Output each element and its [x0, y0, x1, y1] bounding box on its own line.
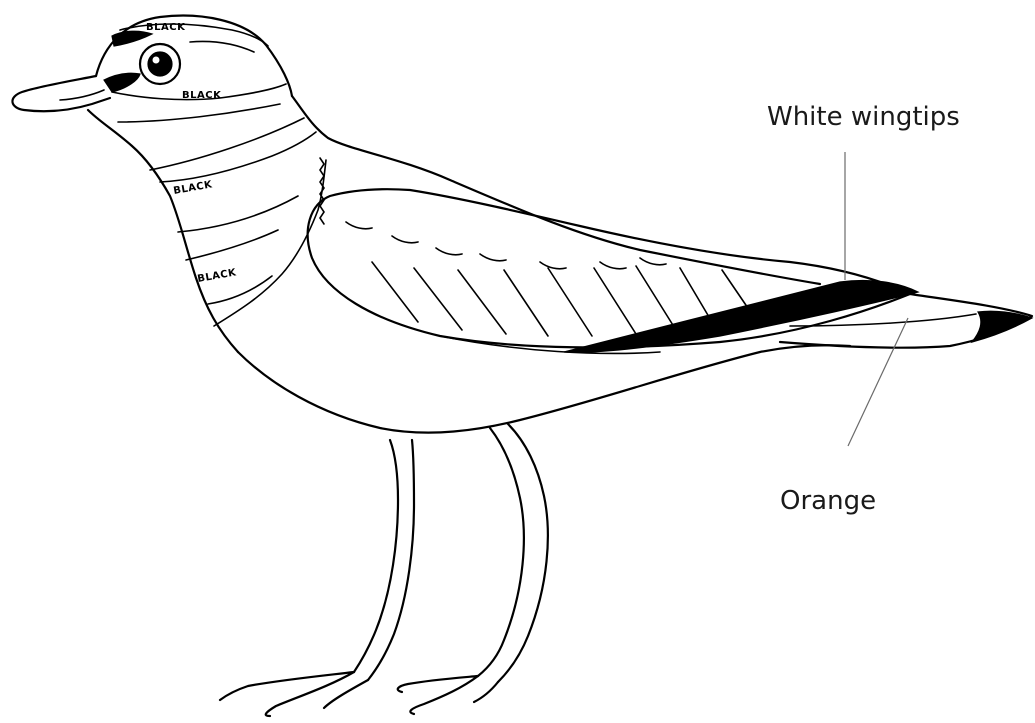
- eye-iris: [148, 52, 172, 76]
- left-foot: [220, 672, 368, 716]
- wing-outline: [308, 189, 910, 347]
- bill-gape: [60, 90, 104, 100]
- neck-band-2: [150, 118, 304, 170]
- lower-breast-band-label: BLACK: [197, 267, 238, 285]
- upper-breast-band-label: BLACK: [173, 179, 214, 197]
- throat-outline: [88, 110, 238, 352]
- breast-feather-fringe: [320, 158, 324, 224]
- upper-breast-band-top: [160, 132, 316, 182]
- crown-stripe-lower: [190, 41, 254, 52]
- crown-band-label: BLACK: [146, 22, 186, 33]
- neck-band-1: [118, 104, 280, 122]
- right-foot: [398, 676, 498, 714]
- left-leg: [354, 440, 414, 680]
- wing-black-stripe: [564, 280, 918, 352]
- white-wingtips-label: White wingtips: [767, 104, 960, 130]
- orange-leader: [848, 318, 908, 446]
- belly-outline: [238, 345, 850, 432]
- upper-breast-band-bottom: [178, 196, 298, 232]
- orange-label: Orange: [780, 488, 876, 514]
- eye-highlight: [153, 57, 160, 64]
- tail-black-tip: [972, 311, 1032, 342]
- eye-stripe: [104, 73, 140, 92]
- right-leg: [478, 424, 548, 682]
- crown-band: [112, 31, 152, 46]
- lower-breast-band-top: [186, 230, 278, 260]
- eye-stripe-label: BLACK: [182, 90, 222, 101]
